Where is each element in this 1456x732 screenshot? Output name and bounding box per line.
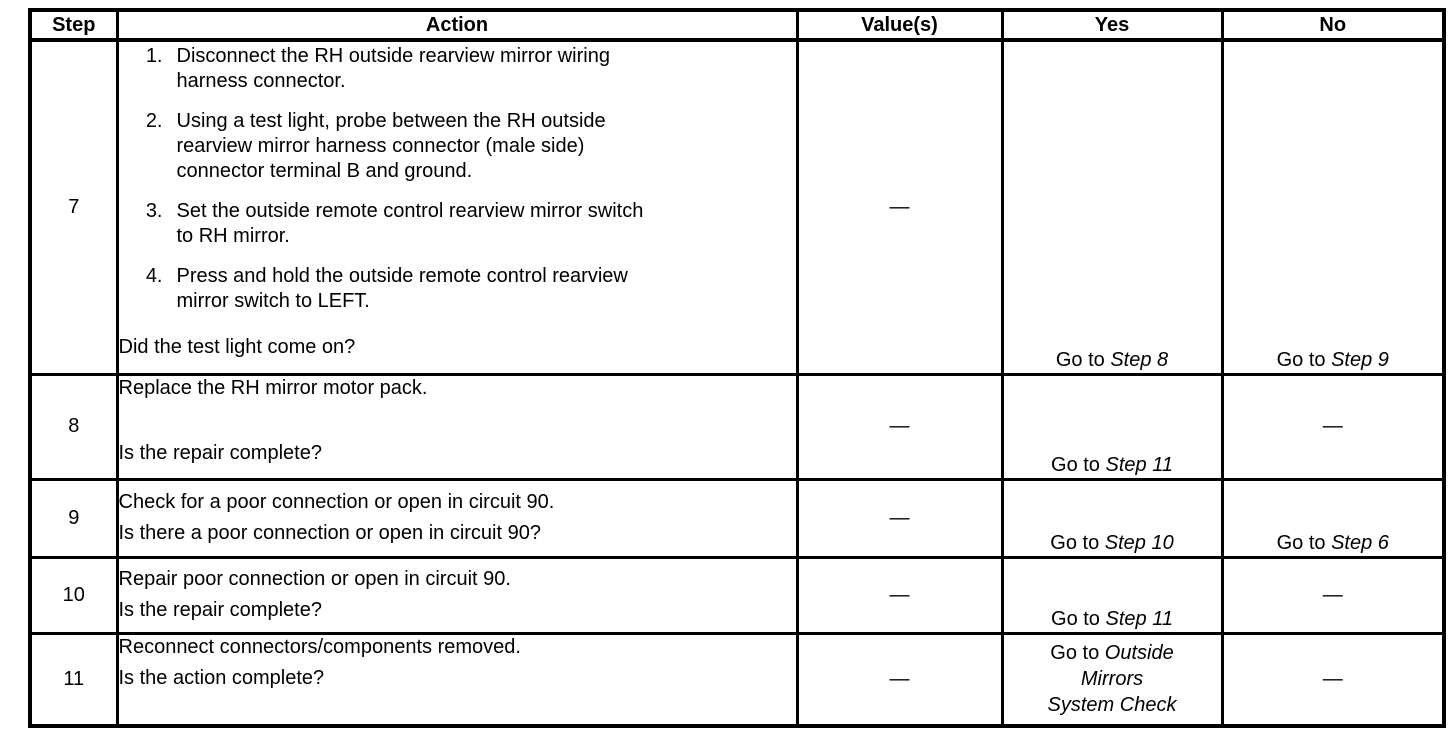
list-item-text: Set the outside remote control rearview … bbox=[176, 200, 644, 247]
table-row-step-11: 11 Reconnect connectors/components remov… bbox=[28, 631, 1446, 728]
goto-target: Step 8 bbox=[1110, 348, 1169, 371]
no-cell: Go to Step 6 bbox=[1220, 477, 1446, 559]
action-statement: Reconnect connectors/components removed. bbox=[118, 635, 521, 658]
no-dash: — bbox=[1322, 583, 1343, 606]
no-cell: — bbox=[1220, 555, 1446, 635]
value-dash: — bbox=[889, 195, 910, 218]
action-cell: Reconnect connectors/components removed.… bbox=[115, 631, 799, 728]
goto-target: Step 6 bbox=[1331, 531, 1389, 554]
value-cell: — bbox=[795, 555, 1004, 635]
step-number: 10 bbox=[28, 555, 119, 635]
list-item-number: 1. bbox=[145, 45, 163, 67]
step-number: 9 bbox=[28, 477, 119, 559]
no-cell: — bbox=[1220, 372, 1446, 481]
action-statement: Repair poor connection or open in circui… bbox=[118, 568, 511, 590]
yes-cell: Go to Step 8 bbox=[1000, 38, 1224, 376]
value-dash: — bbox=[889, 583, 910, 606]
goto-text: Go to bbox=[1051, 607, 1106, 630]
goto-text: Go to bbox=[1051, 453, 1106, 476]
goto-target: Step 11 bbox=[1105, 453, 1173, 476]
action-question: Is there a poor connection or open in ci… bbox=[118, 522, 541, 544]
column-header-action: Action bbox=[115, 8, 799, 42]
list-item-number: 3. bbox=[145, 200, 163, 222]
list-item-text: Disconnect the RH outside rearview mirro… bbox=[176, 45, 610, 92]
action-cell: Replace the RH mirror motor pack. Is the… bbox=[115, 372, 799, 481]
action-statement: Replace the RH mirror motor pack. bbox=[118, 376, 428, 399]
column-header-no: No bbox=[1220, 8, 1446, 42]
table-row-step-7: 7 1. Disconnect the RH outside rearview … bbox=[28, 38, 1446, 376]
no-cell: Go to Step 9 bbox=[1220, 38, 1446, 376]
action-statement: Check for a poor connection or open in c… bbox=[118, 491, 555, 513]
goto-target: Outside Mirrors System Check bbox=[1047, 642, 1177, 717]
step-number: 11 bbox=[28, 631, 119, 728]
no-dash: — bbox=[1322, 667, 1343, 690]
table-row-step-8: 8 Replace the RH mirror motor pack. Is t… bbox=[28, 372, 1446, 481]
no-dash: — bbox=[1322, 415, 1343, 437]
action-question: Is the action complete? bbox=[118, 666, 325, 689]
value-dash: — bbox=[889, 667, 910, 690]
value-dash: — bbox=[889, 506, 910, 529]
yes-cell: Go to Step 11 bbox=[1000, 372, 1224, 481]
value-dash: — bbox=[889, 415, 910, 437]
list-item-text: Using a test light, probe between the RH… bbox=[176, 110, 606, 182]
column-header-values: Value(s) bbox=[795, 8, 1004, 42]
value-cell: — bbox=[795, 38, 1004, 376]
yes-cell: Go to Step 11 bbox=[1000, 555, 1224, 635]
table-row-step-10: 10 Repair poor connection or open in cir… bbox=[28, 555, 1446, 635]
step-number: 7 bbox=[28, 38, 119, 376]
goto-target: Step 9 bbox=[1331, 348, 1389, 371]
table-row-step-9: 9 Check for a poor connection or open in… bbox=[28, 477, 1446, 559]
value-cell: — bbox=[795, 372, 1004, 481]
action-question: Is the repair complete? bbox=[118, 441, 322, 464]
action-cell: 1. Disconnect the RH outside rearview mi… bbox=[115, 38, 799, 376]
action-list-item: 1. Disconnect the RH outside rearview mi… bbox=[120, 44, 794, 94]
action-numbered-list: 1. Disconnect the RH outside rearview mi… bbox=[120, 44, 794, 329]
table-header-row: Step Action Value(s) Yes No bbox=[28, 8, 1446, 42]
column-header-yes: Yes bbox=[1000, 8, 1224, 42]
value-cell: — bbox=[795, 477, 1004, 559]
value-cell: — bbox=[795, 631, 1004, 728]
action-question: Is the repair complete? bbox=[118, 599, 322, 621]
yes-cell: Go to Step 10 bbox=[1000, 477, 1224, 559]
action-list-item: 4. Press and hold the outside remote con… bbox=[120, 264, 794, 314]
action-list-item: 2. Using a test light, probe between the… bbox=[120, 109, 794, 184]
goto-text: Go to bbox=[1276, 348, 1332, 371]
goto-text: Go to bbox=[1050, 642, 1105, 665]
list-item-number: 4. bbox=[145, 265, 163, 287]
goto-target: Step 11 bbox=[1105, 607, 1173, 630]
yes-cell: Go to Outside Mirrors System Check bbox=[1000, 631, 1224, 728]
list-item-number: 2. bbox=[145, 110, 163, 132]
list-item-text: Press and hold the outside remote contro… bbox=[176, 265, 628, 312]
action-cell: Check for a poor connection or open in c… bbox=[115, 477, 799, 559]
goto-target: Step 10 bbox=[1104, 531, 1174, 554]
no-cell: — bbox=[1220, 631, 1446, 728]
diagnostic-table: Step Action Value(s) Yes No 7 1. Disconn… bbox=[28, 8, 1446, 728]
goto-text: Go to bbox=[1050, 531, 1105, 554]
action-cell: Repair poor connection or open in circui… bbox=[115, 555, 799, 635]
step-number: 8 bbox=[28, 372, 119, 481]
goto-text: Go to bbox=[1276, 531, 1332, 554]
column-header-step: Step bbox=[28, 8, 119, 42]
action-list-item: 3. Set the outside remote control rearvi… bbox=[120, 199, 794, 249]
action-question: Did the test light come on? bbox=[118, 336, 356, 358]
goto-text: Go to bbox=[1055, 348, 1111, 371]
